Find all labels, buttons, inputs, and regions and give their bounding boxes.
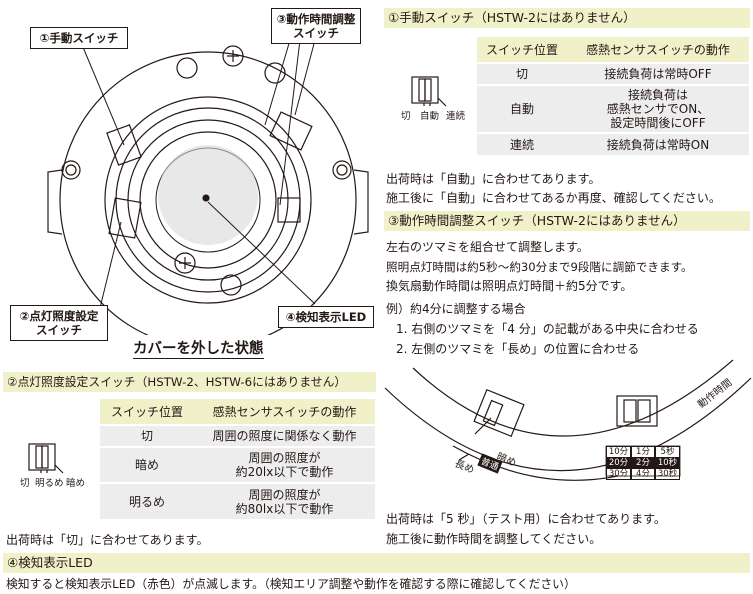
lux-switch-table: スイッチ位置 感熱センサスイッチの動作 切 周囲の照度に関係なく動作 暗め 周囲… <box>100 399 375 519</box>
manual-switch-table: スイッチ位置 感熱センサスイッチの動作 切 接続負荷は常時OFF 自動 接続負荷… <box>477 37 749 155</box>
table-row: 切 接続負荷は常時OFF <box>477 62 749 85</box>
table1-action: 接続負荷は 感熱センサでON、 設定時間後にOFF <box>567 84 749 133</box>
table1-pos: 自動 <box>477 84 567 133</box>
section3-step2: 2. 左側のツマミを「長め」の位置に合わせる <box>396 342 640 356</box>
time-switch-diagram <box>384 359 752 481</box>
table1-pos: 切 <box>477 62 567 85</box>
table2-action: 周囲の照度に関係なく動作 <box>194 424 375 447</box>
table2-header-action: 感熱センサスイッチの動作 <box>194 399 375 426</box>
table-row: 連続 接続負荷は常時ON <box>477 132 749 155</box>
section3-note2: 施工後に動作時間を調整してください。 <box>386 532 602 546</box>
section3-note1: 出荷時は「5 秒」（テスト用）に合わせてあります。 <box>386 512 666 526</box>
diagram-caption: カバーを外した状態 <box>133 341 264 359</box>
section3-line1: 左右のツマミを組合せて調整します。 <box>386 240 589 254</box>
table2-action: 周囲の照度が 約80lx以下で動作 <box>194 482 375 519</box>
table1-pos: 連続 <box>477 132 567 155</box>
callout-lux-line2: スイッチ <box>36 323 82 337</box>
time-grid-row: 10分 1分 5秒 <box>606 446 680 458</box>
manual-label-auto: 自動 <box>420 111 440 122</box>
time-grid: 10分 1分 5秒 20分 2分 10秒 30分 4分 30秒 <box>606 446 680 480</box>
manual-label-continuous: 連続 <box>446 111 466 122</box>
section3-example: 例）約4分に調整する場合 <box>386 302 526 316</box>
table2-pos: 切 <box>100 424 194 447</box>
table2-pos: 明るめ <box>100 482 194 519</box>
callout-time-line2: スイッチ <box>293 26 339 40</box>
callout-lux-switch: ②点灯照度設定 スイッチ <box>10 305 108 341</box>
section4-text: 検知すると検知表示LED（赤色）が点滅します。（検知エリア調整や動作を確認する際… <box>6 577 576 591</box>
table1-action: 接続負荷は常時OFF <box>567 62 749 85</box>
table-row: 暗め 周囲の照度が 約20lx以下で動作 <box>100 446 375 483</box>
section1-title: ①手動スイッチ（HSTW-2にはありません） <box>384 8 750 28</box>
table-row: 自動 接続負荷は 感熱センサでON、 設定時間後にOFF <box>477 84 749 133</box>
lux-switch-icon <box>28 443 64 474</box>
time-grid-row: 20分 2分 10秒 <box>606 458 680 468</box>
manual-label-off: 切 <box>401 111 411 122</box>
table2-header-pos: スイッチ位置 <box>100 399 194 426</box>
section1-note1: 出荷時は「自動」に合わせてあります。 <box>386 172 601 186</box>
time-grid-row: 30分 4分 30秒 <box>606 468 680 480</box>
section3-line2: 照明点灯時間は約5秒〜約30分まで9段階に調節できます。 <box>386 260 693 274</box>
callout-manual-switch: ①手動スイッチ <box>30 27 128 49</box>
lux-label-bright: 明るめ <box>35 478 64 489</box>
callout-lux-line1: ②点灯照度設定 <box>19 309 99 323</box>
table-row: 切 周囲の照度に関係なく動作 <box>100 424 375 447</box>
table1-header-pos: スイッチ位置 <box>477 37 567 64</box>
section4-title: ④検知表示LED <box>3 553 750 573</box>
callout-time-line1: ③動作時間調整 <box>276 12 356 26</box>
section3-step1: 1. 右側のツマミを「4 分」の記載がある中央に合わせる <box>396 322 699 336</box>
table2-action: 周囲の照度が 約20lx以下で動作 <box>194 446 375 483</box>
table-row: 明るめ 周囲の照度が 約80lx以下で動作 <box>100 482 375 519</box>
callout-led: ④検知表示LED <box>278 306 374 328</box>
lux-label-off: 切 <box>20 478 30 489</box>
callout-time-switch: ③動作時間調整 スイッチ <box>271 8 361 44</box>
section2-note: 出荷時は「切」に合わせてあります。 <box>6 533 209 547</box>
lux-label-dark: 暗め <box>66 478 86 489</box>
table1-action: 接続負荷は常時ON <box>567 132 749 155</box>
table1-header-action: 感熱センサスイッチの動作 <box>567 37 749 64</box>
manual-switch-icon <box>411 76 447 107</box>
device-diagram <box>47 39 369 335</box>
section2-title: ②点灯照度設定スイッチ（HSTW-2、HSTW-6にはありません） <box>3 372 376 392</box>
section3-title: ③動作時間調整スイッチ（HSTW-2にはありません） <box>384 211 750 231</box>
section3-line3: 換気扇動作時間は照明点灯時間＋約5分です。 <box>386 279 633 293</box>
table2-pos: 暗め <box>100 446 194 483</box>
section1-note2: 施工後に「自動」に合わせてあるか再度、確認してください。 <box>386 191 721 205</box>
